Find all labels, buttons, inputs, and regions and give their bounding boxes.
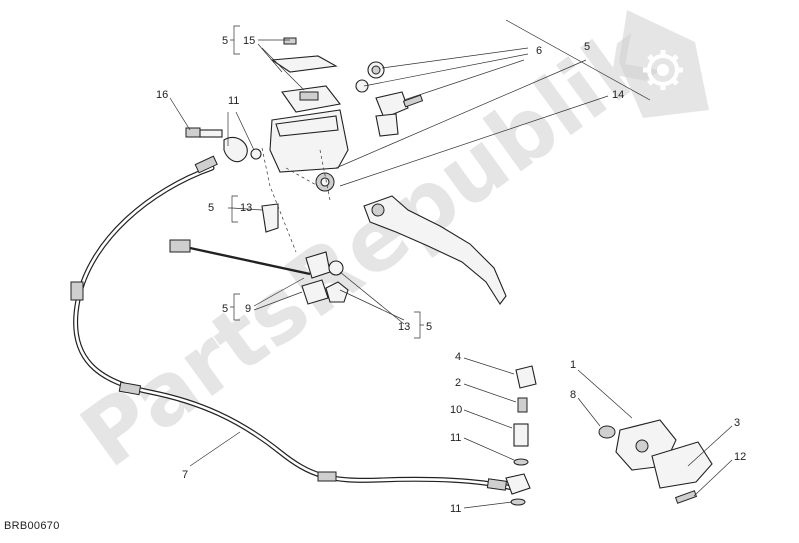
callout-8: 8	[570, 389, 576, 401]
callout-5-mid: 5	[208, 202, 214, 214]
callout-4: 4	[455, 351, 461, 363]
watermark: PartsRepublik	[64, 6, 709, 487]
clutch-hose	[70, 155, 515, 491]
callout-9: 9	[245, 303, 251, 315]
callout-2: 2	[455, 377, 461, 389]
callout-11-bottom: 11	[450, 503, 461, 515]
leader-lines	[169, 19, 733, 509]
switch-assembly	[169, 203, 349, 305]
slave-cylinder-parts	[505, 365, 713, 506]
callout-labels: 5 15 16 11 6 5 14 5 13 5 9 13 5 4 2 10 1…	[156, 35, 746, 515]
callout-11: 11	[228, 95, 239, 107]
callout-11-slave: 11	[450, 432, 461, 444]
master-cylinder-assembly	[185, 37, 424, 192]
clutch-lever	[363, 195, 507, 305]
callout-14: 14	[612, 89, 624, 101]
callout-5-right: 5	[426, 321, 432, 333]
callout-12: 12	[734, 451, 746, 463]
callout-13: 13	[240, 202, 252, 214]
callout-5: 5	[222, 35, 228, 47]
callout-10: 10	[450, 404, 462, 416]
callout-3: 3	[734, 417, 740, 429]
callout-16: 16	[156, 89, 168, 101]
gear-icon	[619, 10, 709, 118]
callout-13-low: 13	[398, 321, 410, 333]
callout-5-top: 5	[584, 41, 590, 53]
callout-7: 7	[182, 469, 188, 481]
callout-1: 1	[570, 359, 576, 371]
callout-6: 6	[536, 45, 542, 57]
watermark-text: PartsRepublik	[64, 6, 673, 487]
drawing-code: BRB00670	[4, 520, 60, 532]
callout-15: 15	[243, 35, 255, 47]
callout-5-low: 5	[222, 303, 228, 315]
